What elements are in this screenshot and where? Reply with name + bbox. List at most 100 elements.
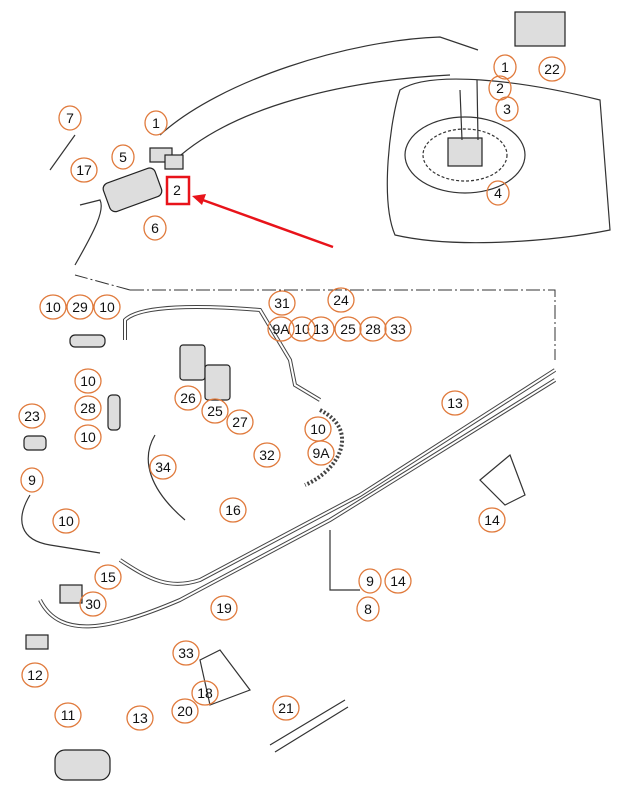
svg-text:13: 13 bbox=[313, 321, 329, 337]
svg-text:23: 23 bbox=[24, 408, 40, 424]
callout-10: 10 bbox=[39, 294, 67, 320]
svg-text:10: 10 bbox=[80, 429, 96, 445]
svg-text:28: 28 bbox=[80, 400, 96, 416]
svg-text:25: 25 bbox=[207, 403, 223, 419]
callout-15: 15 bbox=[94, 564, 122, 590]
callout-20: 20 bbox=[171, 698, 199, 724]
svg-text:20: 20 bbox=[177, 703, 193, 719]
svg-text:30: 30 bbox=[85, 596, 101, 612]
assembly-boundary-2 bbox=[74, 274, 131, 291]
callout-5: 5 bbox=[111, 144, 135, 170]
svg-text:9A: 9A bbox=[272, 321, 290, 337]
callout-14: 14 bbox=[384, 568, 412, 594]
callout-4: 4 bbox=[486, 180, 510, 206]
svg-text:15: 15 bbox=[100, 569, 116, 585]
svg-text:12: 12 bbox=[27, 667, 43, 683]
svg-text:28: 28 bbox=[365, 321, 381, 337]
callout-2: 2 bbox=[173, 182, 181, 198]
svg-text:10: 10 bbox=[80, 373, 96, 389]
callout-23: 23 bbox=[18, 403, 46, 429]
svg-text:5: 5 bbox=[119, 149, 127, 165]
svg-text:31: 31 bbox=[274, 295, 290, 311]
callout-10: 10 bbox=[74, 368, 102, 394]
callout-16: 16 bbox=[219, 497, 247, 523]
highlight-arrow bbox=[192, 194, 334, 249]
callout-30: 30 bbox=[79, 591, 107, 617]
svg-text:4: 4 bbox=[494, 185, 502, 201]
callout-33: 33 bbox=[172, 640, 200, 666]
callout-11: 11 bbox=[54, 702, 82, 728]
callout-25: 25 bbox=[201, 398, 229, 424]
callout-29: 29 bbox=[66, 294, 94, 320]
callout-33: 33 bbox=[384, 316, 412, 342]
callout-27: 27 bbox=[226, 409, 254, 435]
svg-text:21: 21 bbox=[278, 700, 294, 716]
callout-31: 31 bbox=[268, 290, 296, 316]
callout-17: 17 bbox=[70, 157, 98, 183]
svg-text:34: 34 bbox=[155, 459, 171, 475]
callout-34: 34 bbox=[149, 454, 177, 480]
svg-text:29: 29 bbox=[72, 299, 88, 315]
callout-9a: 9A bbox=[267, 316, 295, 342]
callout-10: 10 bbox=[304, 416, 332, 442]
callout-10: 10 bbox=[93, 294, 121, 320]
callout-6: 6 bbox=[143, 215, 167, 241]
callout-1: 1 bbox=[144, 110, 168, 136]
callout-32: 32 bbox=[253, 442, 281, 468]
callout-7: 7 bbox=[58, 105, 82, 131]
callout-18: 18 bbox=[191, 680, 219, 706]
fuel-lines-upper bbox=[74, 36, 479, 266]
svg-text:25: 25 bbox=[340, 321, 356, 337]
svg-text:9A: 9A bbox=[312, 445, 330, 461]
svg-text:6: 6 bbox=[151, 220, 159, 236]
svg-text:16: 16 bbox=[225, 502, 241, 518]
callout-9: 9 bbox=[358, 568, 382, 594]
svg-text:9: 9 bbox=[366, 573, 374, 589]
callout-13: 13 bbox=[307, 316, 335, 342]
fuel-tank bbox=[386, 78, 611, 244]
svg-text:1: 1 bbox=[501, 59, 509, 75]
fuel-lines-lower bbox=[21, 305, 557, 781]
svg-text:17: 17 bbox=[76, 162, 92, 178]
callout-8: 8 bbox=[356, 596, 380, 622]
callout-26: 26 bbox=[174, 385, 202, 411]
svg-text:2: 2 bbox=[496, 80, 504, 96]
svg-text:10: 10 bbox=[58, 513, 74, 529]
svg-text:8: 8 bbox=[364, 601, 372, 617]
callout-9: 9 bbox=[20, 467, 44, 493]
callout-22: 22 bbox=[538, 56, 566, 82]
svg-text:10: 10 bbox=[310, 421, 326, 437]
callout-24: 24 bbox=[327, 287, 355, 313]
svg-text:32: 32 bbox=[259, 447, 275, 463]
fuel-filter bbox=[49, 134, 184, 213]
svg-text:11: 11 bbox=[61, 707, 76, 723]
svg-text:33: 33 bbox=[178, 645, 194, 661]
callout-3: 3 bbox=[495, 96, 519, 122]
svg-text:2: 2 bbox=[173, 182, 181, 198]
callout-12: 12 bbox=[21, 662, 49, 688]
svg-text:13: 13 bbox=[132, 710, 148, 726]
svg-text:10: 10 bbox=[99, 299, 115, 315]
svg-text:33: 33 bbox=[390, 321, 406, 337]
svg-text:13: 13 bbox=[447, 395, 463, 411]
control-module bbox=[514, 11, 566, 47]
svg-text:9: 9 bbox=[28, 472, 36, 488]
callout-13: 13 bbox=[126, 705, 154, 731]
svg-text:26: 26 bbox=[180, 390, 196, 406]
svg-text:19: 19 bbox=[216, 600, 232, 616]
callout-28: 28 bbox=[74, 395, 102, 421]
svg-text:14: 14 bbox=[484, 512, 500, 528]
svg-text:10: 10 bbox=[45, 299, 61, 315]
callout-19: 19 bbox=[210, 595, 238, 621]
callout-13: 13 bbox=[441, 390, 469, 416]
svg-text:22: 22 bbox=[544, 61, 560, 77]
callout-9a: 9A bbox=[307, 440, 335, 466]
callout-28: 28 bbox=[359, 316, 387, 342]
callout-25: 25 bbox=[334, 316, 362, 342]
callout-1: 1 bbox=[493, 54, 517, 80]
svg-text:14: 14 bbox=[390, 573, 406, 589]
assembly-boundary bbox=[130, 289, 556, 360]
